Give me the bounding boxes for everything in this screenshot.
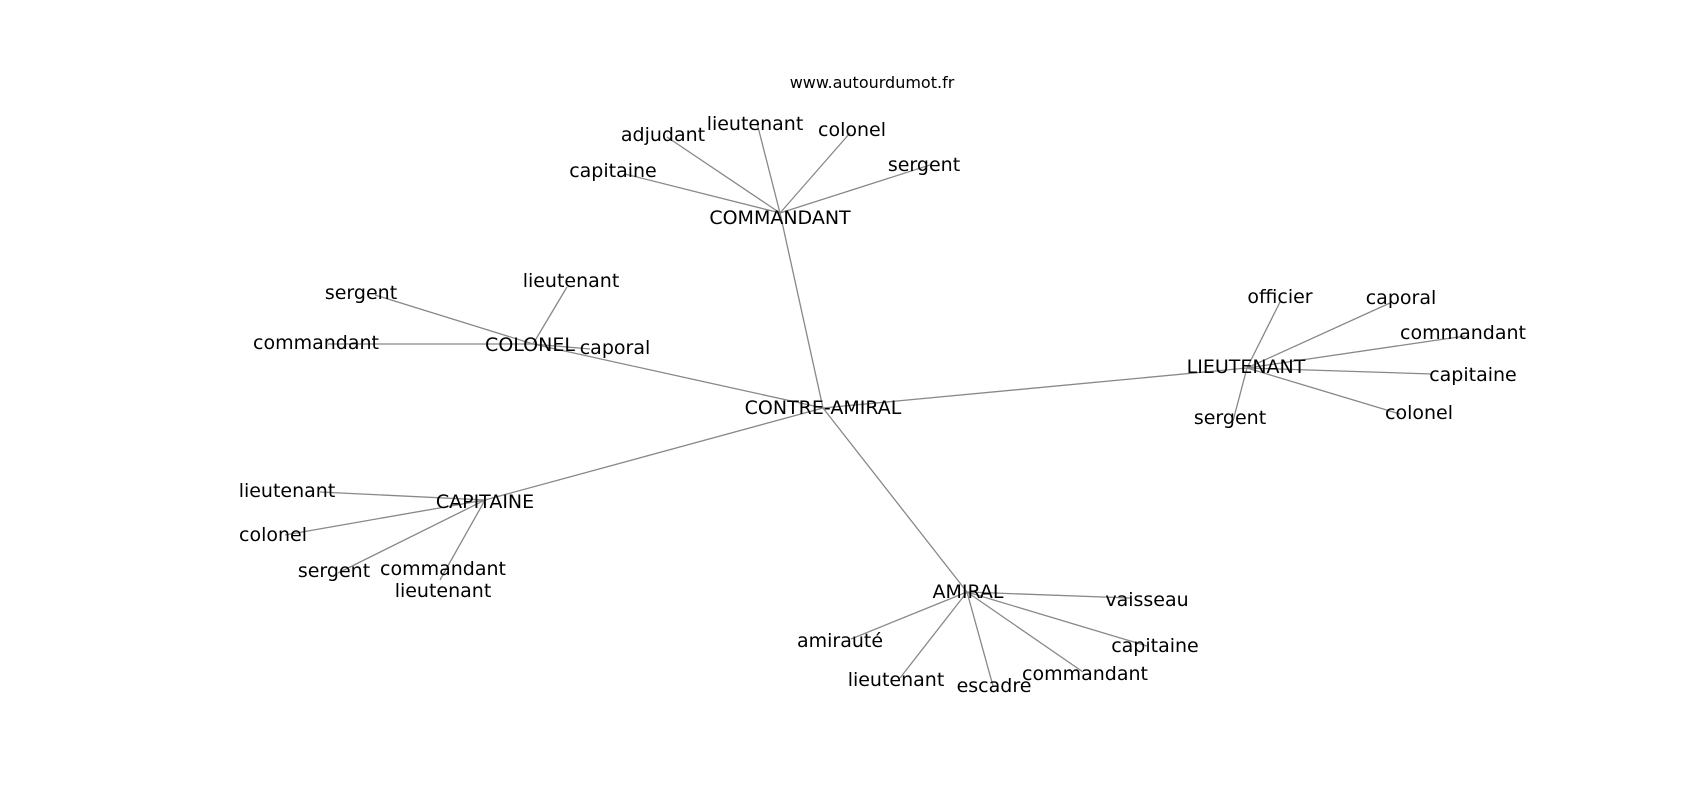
edge-2-2 (1246, 335, 1466, 369)
edge-0-1 (756, 122, 781, 214)
node-cluster-0[interactable]: COMMANDANT (709, 207, 851, 229)
node-word-0-2[interactable]: colonel (818, 119, 886, 141)
node-word-3-0[interactable]: lieutenant (239, 480, 336, 502)
node-word-2-4[interactable]: sergent (1194, 407, 1266, 429)
node-word-2-2[interactable]: commandant (1400, 322, 1526, 344)
node-word-3-2[interactable]: sergent (298, 560, 370, 582)
edge-4-0 (966, 591, 1131, 599)
node-word-1-2[interactable]: commandant (253, 332, 379, 354)
node-word-3-1[interactable]: colonel (239, 524, 307, 546)
edge-3-1 (284, 499, 486, 536)
edge-3-3 (439, 499, 486, 581)
node-word-0-4[interactable]: sergent (888, 154, 960, 176)
edge-1-1 (532, 286, 568, 345)
node-word-4-0[interactable]: vaisseau (1105, 589, 1188, 611)
edge-1-3 (532, 343, 591, 350)
edge-2-5 (1246, 367, 1401, 415)
node-word-2-3[interactable]: capitaine (1429, 364, 1517, 386)
edge-center-2 (822, 367, 1248, 409)
edge-1-0 (374, 294, 534, 345)
node-word-4-4[interactable]: lieutenant (848, 669, 945, 691)
edge-0-3 (624, 173, 781, 214)
edge-4-1 (850, 591, 968, 640)
node-center[interactable]: CONTRE-AMIRAL (745, 397, 902, 419)
node-word-4-1[interactable]: amirauté (797, 630, 883, 652)
edge-4-3 (966, 591, 1084, 673)
node-word-4-5[interactable]: escadre (957, 675, 1032, 697)
edge-4-2 (966, 591, 1148, 647)
node-word-1-3[interactable]: caporal (580, 337, 651, 359)
edge-center-1 (532, 343, 824, 409)
edge-3-2 (337, 499, 486, 574)
node-word-0-0[interactable]: adjudant (621, 124, 705, 146)
node-word-1-1[interactable]: lieutenant (523, 270, 620, 292)
edge-4-4 (899, 591, 968, 679)
source-url: www.autourdumot.fr (790, 73, 955, 92)
edge-4-5 (966, 591, 994, 687)
node-cluster-2[interactable]: LIEUTENANT (1187, 356, 1306, 378)
edge-0-4 (779, 164, 931, 214)
edge-0-2 (779, 132, 851, 214)
node-word-0-3[interactable]: capitaine (569, 160, 657, 182)
edge-2-0 (1246, 301, 1281, 369)
node-word-0-1[interactable]: lieutenant (707, 113, 804, 135)
edges (284, 122, 1466, 687)
edge-0-0 (666, 136, 781, 214)
edge-2-4 (1232, 367, 1248, 422)
edge-center-0 (779, 212, 824, 409)
edge-2-1 (1246, 302, 1391, 369)
edge-center-4 (822, 407, 968, 593)
node-word-1-0[interactable]: sergent (325, 282, 397, 304)
node-word-2-0[interactable]: officier (1247, 286, 1312, 308)
node-word-2-1[interactable]: caporal (1366, 287, 1437, 309)
node-cluster-4[interactable]: AMIRAL (932, 581, 1003, 603)
edge-2-3 (1246, 367, 1433, 375)
node-word-2-5[interactable]: colonel (1385, 402, 1453, 424)
node-word-4-3[interactable]: commandant (1022, 663, 1148, 685)
node-word-4-2[interactable]: capitaine (1111, 635, 1199, 657)
edge-3-0 (319, 491, 486, 501)
node-cluster-1[interactable]: COLONEL (485, 334, 575, 356)
edge-center-3 (484, 407, 824, 501)
node-cluster-3[interactable]: CAPITAINE (436, 491, 534, 513)
